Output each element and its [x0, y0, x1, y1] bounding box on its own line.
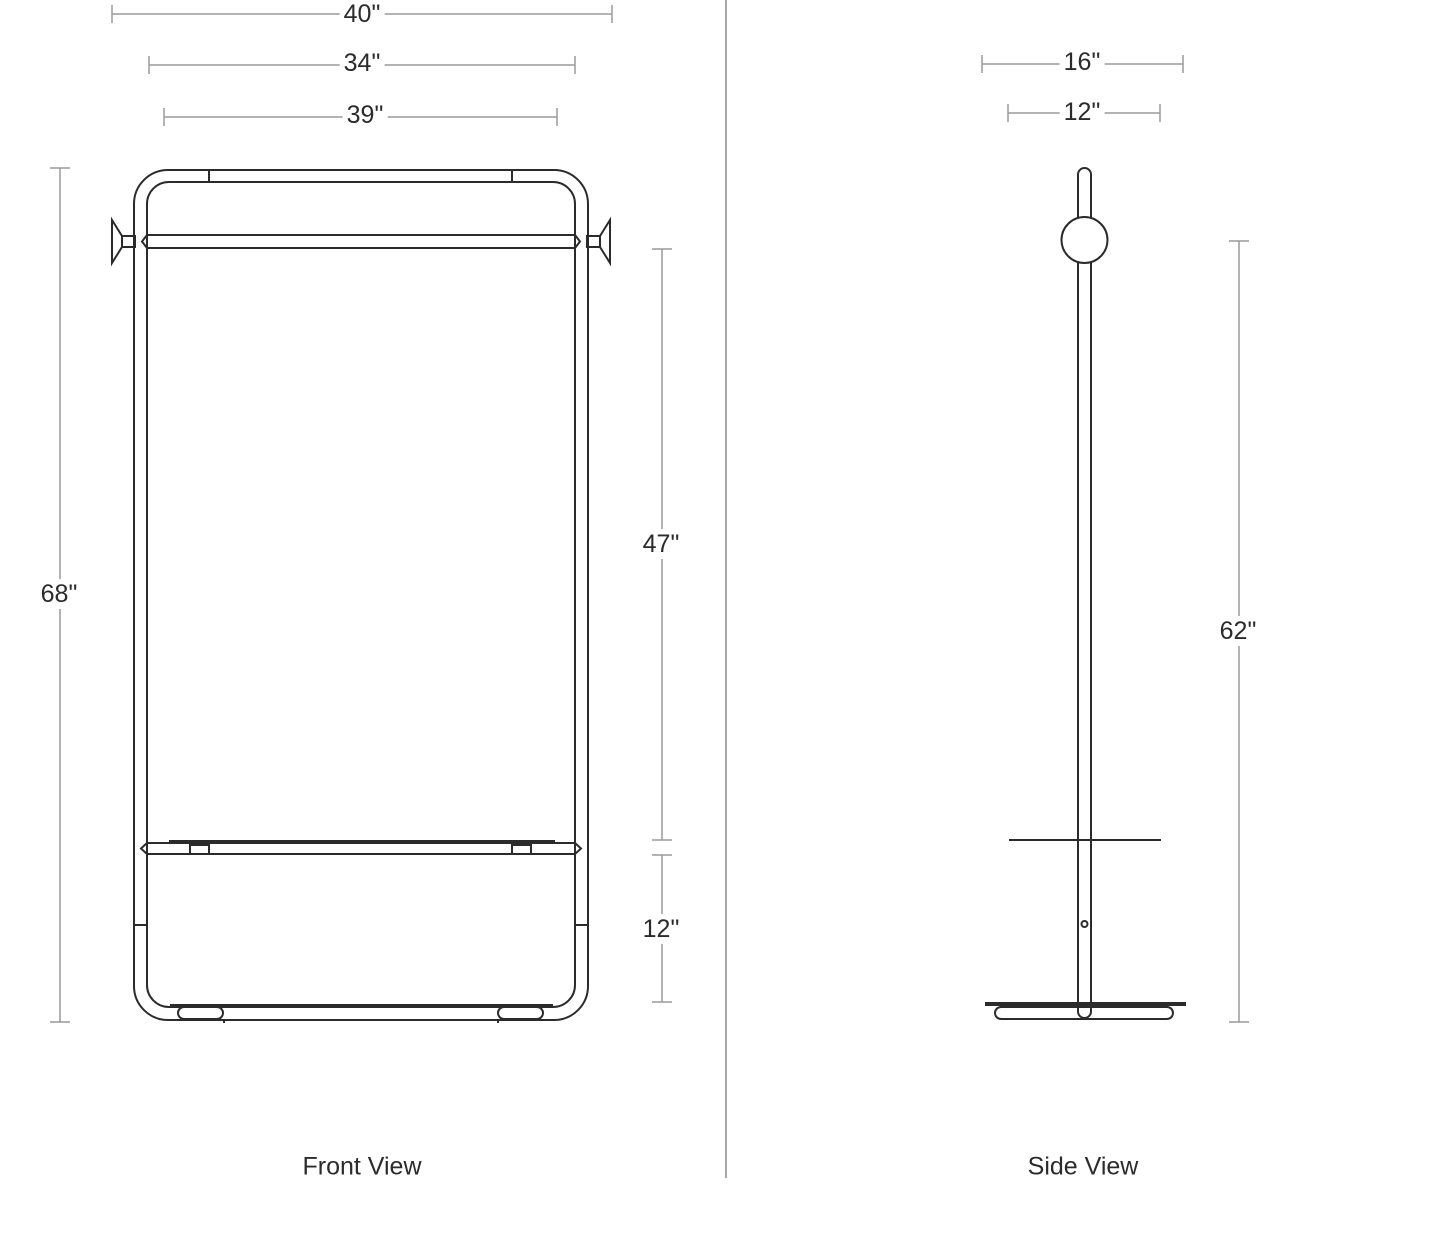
side-screw	[1080, 920, 1089, 928]
front-view-drawing	[111, 169, 611, 1023]
side-hook-disc	[1060, 216, 1109, 264]
side-view-caption: Side View	[1027, 1152, 1139, 1181]
dim-label-inner-width: 34"	[339, 48, 385, 78]
left-hook	[111, 216, 136, 267]
top-rail	[140, 232, 582, 251]
dim-label-base-depth: 16"	[1059, 47, 1105, 77]
front-shelf	[139, 840, 583, 857]
dim-label-rail-width: 39"	[342, 100, 388, 130]
frame-outer	[133, 169, 589, 1021]
front-dimension-lines	[50, 5, 672, 1023]
side-post	[1077, 167, 1092, 1019]
side-view-drawing	[985, 167, 1186, 1020]
side-dimension-lines	[981, 55, 1249, 1023]
dim-label-upper-height: 47"	[638, 529, 684, 559]
dim-label-overall-height: 68"	[36, 579, 82, 609]
dim-label-overall-width: 40"	[339, 0, 385, 29]
frame-inner	[146, 181, 576, 1008]
dim-label-lower-height: 12"	[638, 914, 684, 944]
right-hook	[586, 216, 611, 267]
dim-label-shelf-depth: 12"	[1059, 97, 1105, 127]
front-view-caption: Front View	[302, 1152, 422, 1181]
dim-label-rail-height: 62"	[1215, 616, 1261, 646]
side-base	[985, 1002, 1186, 1020]
front-base	[170, 1004, 553, 1023]
